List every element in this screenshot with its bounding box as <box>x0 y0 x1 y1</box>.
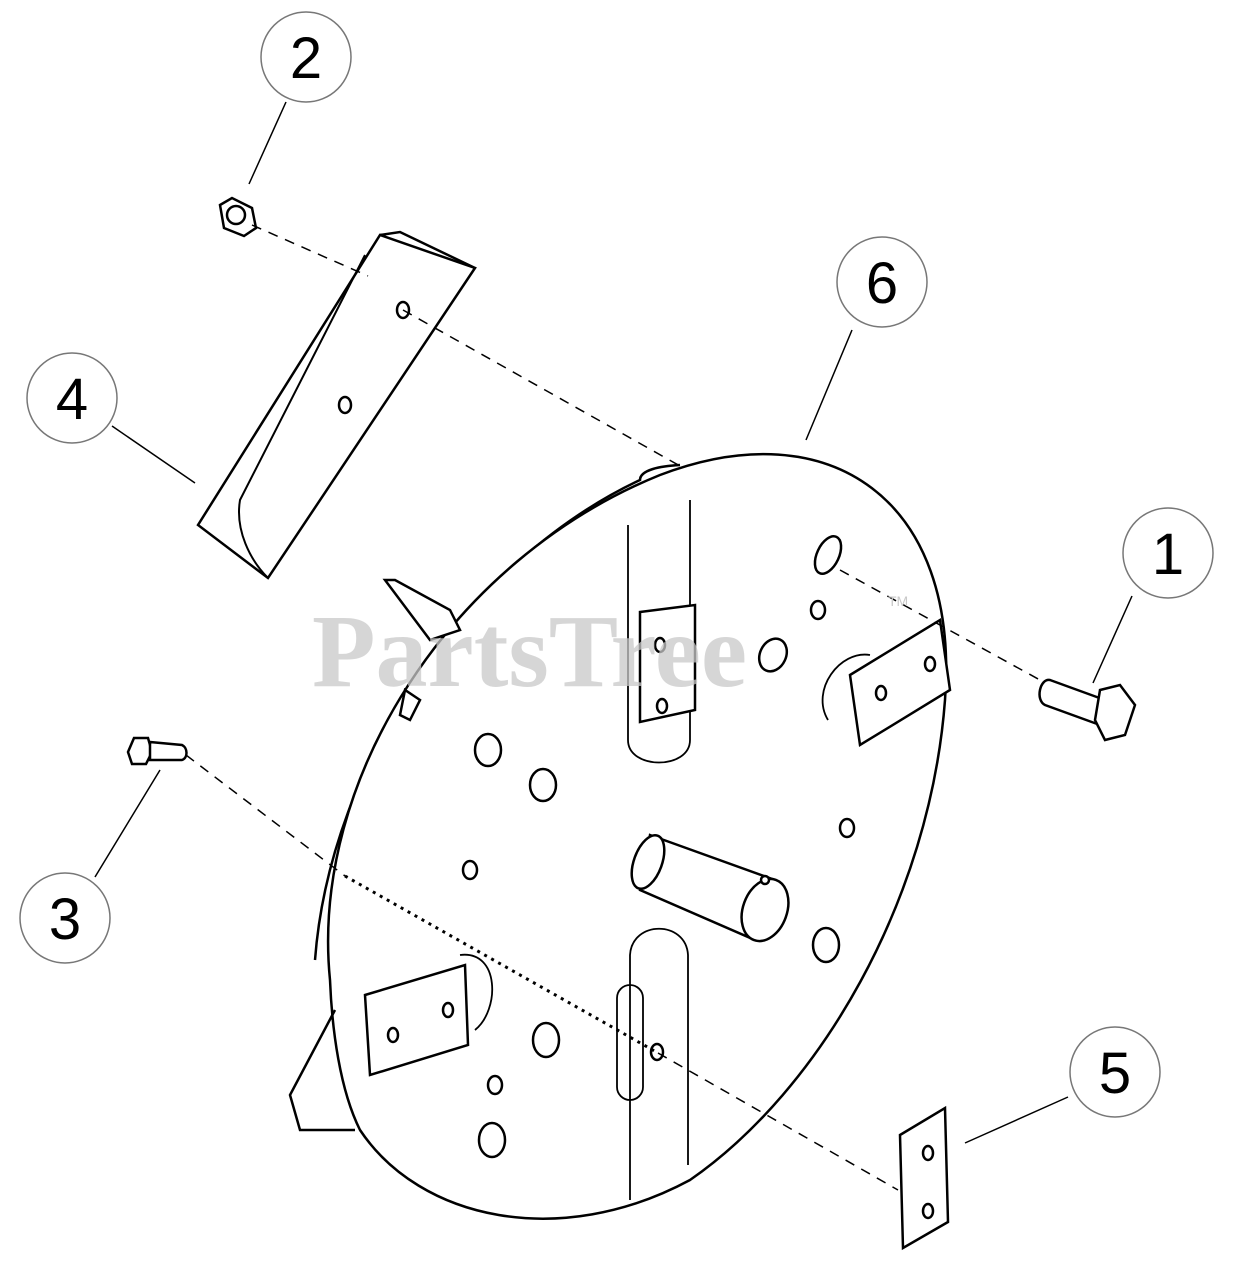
callout-1-label: 1 <box>1152 522 1184 587</box>
callout-2: 2 <box>260 11 352 103</box>
mounted-plates <box>288 578 952 1132</box>
watermark-trademark: TM <box>888 593 908 609</box>
bolt-part-1 <box>1038 678 1137 742</box>
callouts: 1 2 3 4 5 6 <box>19 11 1214 1118</box>
plate-part-5 <box>898 1105 950 1251</box>
assembly-lines <box>185 224 1041 1191</box>
callout-2-label: 2 <box>290 26 322 91</box>
callout-1: 1 <box>1122 507 1214 599</box>
center-shaft <box>630 833 790 943</box>
callout-6-label: 6 <box>866 251 898 316</box>
watermark-text: PartsTree <box>312 594 747 709</box>
callout-4: 4 <box>26 352 118 444</box>
bolt-part-3 <box>126 736 188 766</box>
callout-3-label: 3 <box>49 887 81 952</box>
callout-5-label: 5 <box>1099 1041 1131 1106</box>
callout-4-label: 4 <box>56 367 88 432</box>
nut-part-2 <box>218 196 258 238</box>
paddle-part-4 <box>196 230 477 580</box>
impeller-disc <box>313 452 948 1220</box>
leader-lines <box>94 101 1133 1144</box>
callout-5: 5 <box>1069 1026 1161 1118</box>
callout-3: 3 <box>19 872 111 964</box>
callout-6: 6 <box>836 236 928 328</box>
disc-holes <box>461 535 856 1159</box>
watermark: PartsTree TM <box>312 593 908 709</box>
